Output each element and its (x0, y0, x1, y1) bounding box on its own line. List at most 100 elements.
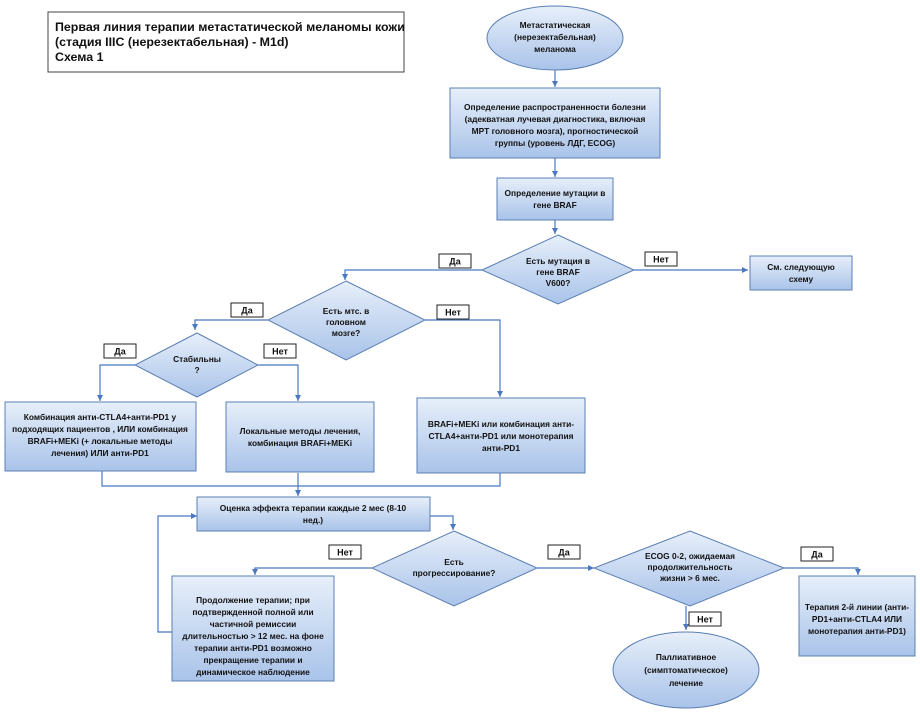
svg-text:Да: Да (811, 550, 823, 560)
svg-text:Оценка эффекта терапии каждые: Оценка эффекта терапии каждые 2 мес (8-1… (220, 503, 407, 513)
svg-text:прогрессирование?: прогрессирование? (413, 568, 496, 578)
label-brain-no: Нет (436, 304, 470, 320)
label-progress-no: Нет (328, 544, 362, 560)
svg-text:подтвержденной полной или: подтвержденной полной или (192, 607, 313, 617)
node-ecog-question: ECOG 0-2, ожидаемая продолжительность жи… (592, 530, 786, 607)
title-line-3: Схема 1 (55, 50, 104, 64)
svg-text:Определение распространенности: Определение распространенности болезни (464, 102, 646, 112)
title-line-1: Первая линия терапии метастатической мел… (55, 20, 405, 34)
svg-text:Нет: Нет (653, 255, 669, 265)
svg-text:Да: Да (449, 257, 461, 267)
svg-text:Есть мутация в: Есть мутация в (526, 256, 590, 266)
svg-text:BRAFi+MEKi или комбинация анти: BRAFi+MEKi или комбинация анти- (428, 419, 574, 429)
edge-brainq-no (425, 319, 503, 397)
edge-brafq-yes (342, 269, 482, 280)
label-brain-yes: Да (230, 302, 264, 318)
svg-text:прекращение терапии и: прекращение терапии и (203, 655, 302, 665)
node-spread: Определение распространенности болезни (… (449, 87, 661, 159)
svg-text:меланома: меланома (534, 44, 576, 54)
svg-text:BRAFi+MEKi (+ локальные методы: BRAFi+MEKi (+ локальные методы (28, 436, 173, 446)
svg-text:частичной ремиссии: частичной ремиссии (210, 619, 297, 629)
svg-text:Да: Да (114, 347, 126, 357)
svg-text:PD1+анти-CTLA4 ИЛИ: PD1+анти-CTLA4 ИЛИ (812, 614, 902, 624)
svg-text:ECOG 0-2, ожидаемая: ECOG 0-2, ожидаемая (645, 551, 735, 561)
svg-text:Есть мтс. в: Есть мтс. в (323, 306, 369, 316)
label-stable-no: Нет (263, 343, 297, 359)
svg-text:гене BRAF: гене BRAF (533, 200, 576, 210)
svg-text:лечение: лечение (669, 678, 703, 688)
node-start: Метастатическая (нерезектабельная) мелан… (486, 5, 624, 71)
label-ecog-yes: Да (800, 546, 834, 562)
edge-continue-back (157, 513, 197, 633)
svg-text:V600?: V600? (546, 278, 571, 288)
svg-text:См. следующую: См. следующую (767, 262, 835, 272)
svg-text:Паллиативное: Паллиативное (656, 652, 717, 662)
svg-text:жизни > 6 мес.: жизни > 6 мес. (659, 573, 720, 583)
svg-text:?: ? (194, 365, 199, 375)
svg-text:Стабильны: Стабильны (173, 354, 221, 364)
svg-text:подходящих пациентов , ИЛИ ком: подходящих пациентов , ИЛИ комбинация (12, 424, 188, 434)
node-local-methods: Локальные методы лечения, комбинация BRA… (225, 401, 375, 473)
svg-text:лечения) ИЛИ анти-PD1: лечения) ИЛИ анти-PD1 (51, 448, 149, 458)
title-line-2: (стадия IIIC (нерезектабельная) - M1d) (55, 35, 289, 49)
node-braf-test: Определение мутации в гене BRAF (496, 177, 614, 221)
svg-text:группы (уровень ЛДГ, ECOG): группы (уровень ЛДГ, ECOG) (495, 138, 616, 148)
svg-text:мозге?: мозге? (332, 328, 361, 338)
svg-text:Комбинация анти-CTLA4+анти-PD1: Комбинация анти-CTLA4+анти-PD1 у (24, 412, 177, 422)
node-stable-question: Стабильны ? (133, 332, 260, 398)
label-ecog-no: Нет (688, 611, 722, 627)
svg-text:динамическое наблюдение: динамическое наблюдение (196, 667, 310, 677)
edge-brainq-yes (192, 319, 268, 330)
svg-text:Да: Да (241, 306, 253, 316)
node-next-scheme: См. следующую схему (749, 255, 853, 291)
svg-text:(симптоматическое): (симптоматическое) (644, 665, 728, 675)
label-braf-no: Нет (644, 251, 678, 267)
svg-text:Нет: Нет (337, 548, 353, 558)
svg-text:Есть: Есть (444, 557, 464, 567)
svg-text:(нерезектабельная): (нерезектабельная) (514, 32, 596, 42)
svg-text:головном: головном (326, 317, 366, 327)
svg-text:Нет: Нет (445, 308, 461, 318)
label-progress-yes: Да (547, 544, 581, 560)
svg-text:терапии анти-PD1 возможно: терапии анти-PD1 возможно (194, 643, 312, 653)
svg-text:Локальные методы лечения,: Локальные методы лечения, (240, 426, 361, 436)
label-braf-yes: Да (438, 253, 472, 269)
node-palliative: Паллиативное (симптоматическое) лечение (612, 631, 760, 709)
title-block: Первая линия терапии метастатической мел… (47, 11, 405, 73)
edge-stableq-yes (97, 364, 135, 401)
edge-progress-no (252, 567, 372, 575)
svg-text:продолжительность: продолжительность (647, 562, 732, 572)
svg-text:Нет: Нет (272, 347, 288, 357)
edges (97, 70, 861, 633)
node-progress-question: Есть прогрессирование? (370, 530, 539, 607)
node-continue: Продолжение терапии; при подтвержденной … (171, 575, 335, 682)
svg-text:нед.): нед.) (303, 515, 323, 525)
svg-text:гене BRAF: гене BRAF (536, 267, 579, 277)
node-evaluate: Оценка эффекта терапии каждые 2 мес (8-1… (196, 496, 431, 532)
svg-text:Продолжение терапии; при: Продолжение терапии; при (196, 595, 310, 605)
svg-text:Терапия 2-й линии (анти-: Терапия 2-й линии (анти- (805, 602, 909, 612)
svg-text:Определение мутации в: Определение мутации в (505, 188, 606, 198)
svg-text:Да: Да (558, 548, 570, 558)
node-brain-question: Есть мтс. в головном мозге? (266, 280, 427, 361)
label-stable-yes: Да (103, 343, 137, 359)
svg-text:монотерапия анти-PD1): монотерапия анти-PD1) (808, 626, 906, 636)
edge-eval-progress (430, 515, 456, 530)
svg-text:МРТ головного мозга), прогност: МРТ головного мозга), прогностической (472, 126, 639, 136)
edge-stableq-no (258, 364, 301, 401)
svg-text:комбинация BRAFi+MEKi: комбинация BRAFi+MEKi (248, 438, 352, 448)
node-no-brain: BRAFi+MEKi или комбинация анти- CTLA4+ан… (416, 397, 586, 474)
svg-text:схему: схему (789, 274, 814, 284)
node-second-line: Терапия 2-й линии (анти- PD1+анти-CTLA4 … (798, 575, 916, 657)
edge-ecog-yes (784, 567, 861, 575)
svg-text:анти-PD1: анти-PD1 (482, 443, 520, 453)
node-braf-question: Есть мутация в гене BRAF V600? (480, 234, 636, 305)
edge-merge (101, 471, 501, 487)
svg-text:Метастатическая: Метастатическая (520, 20, 591, 30)
svg-text:CTLA4+анти-PD1 или монотерапия: CTLA4+анти-PD1 или монотерапия (429, 431, 574, 441)
svg-text:длительностью > 12 мес. на фон: длительностью > 12 мес. на фоне (182, 631, 324, 641)
svg-text:Нет: Нет (697, 615, 713, 625)
svg-text:(адекватная лучевая диагностик: (адекватная лучевая диагностика, включая (465, 114, 646, 124)
node-combo-stable: Комбинация анти-CTLA4+анти-PD1 у подходя… (4, 401, 197, 472)
